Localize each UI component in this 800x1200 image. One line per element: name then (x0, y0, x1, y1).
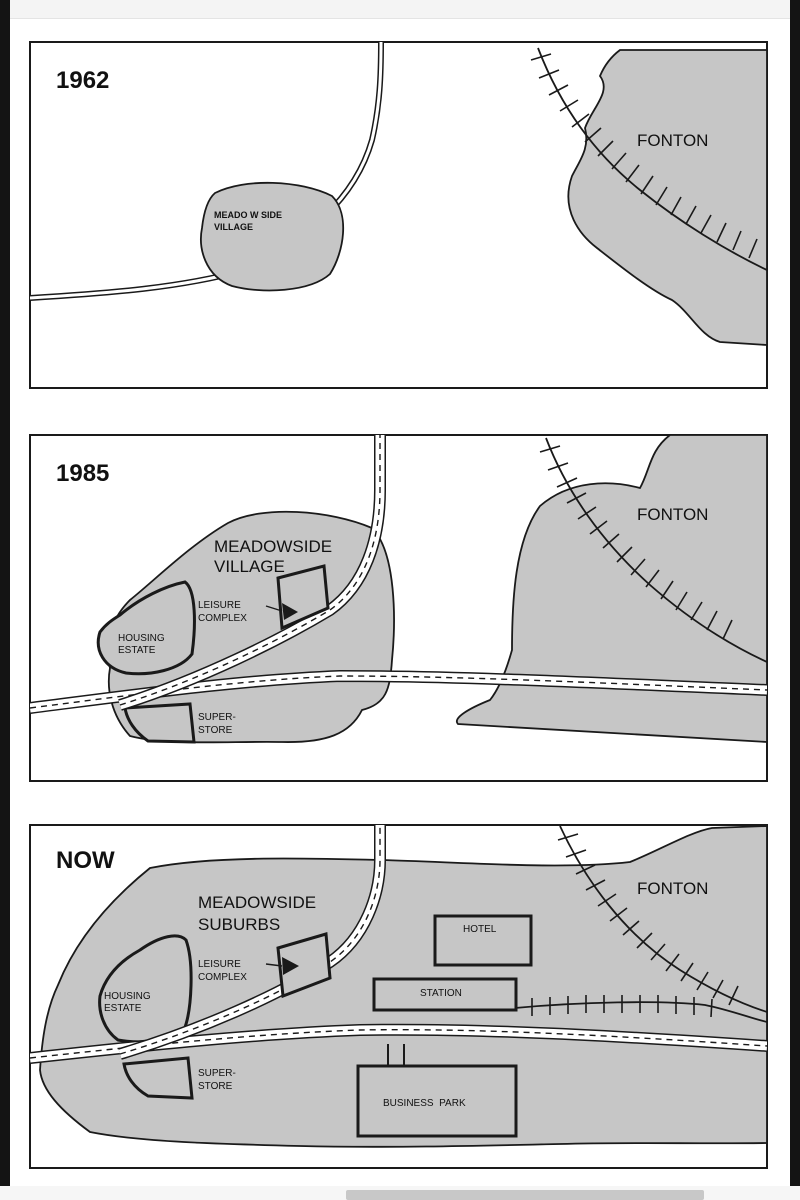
hotel-building (433, 914, 533, 967)
year-label-1962: 1962 (56, 67, 109, 94)
year-label-1985: 1985 (56, 460, 109, 487)
station-building (372, 977, 518, 1012)
store-label-1985-line2: STORE (198, 725, 233, 736)
business-park-access-road (387, 1044, 405, 1066)
arrow-icon (265, 605, 283, 612)
railway-ties-1985 (539, 445, 733, 640)
store-label-now-line2: STORE (198, 1081, 233, 1092)
housing-label-now-line2: ESTATE (104, 1003, 142, 1014)
fonton-label-now: FONTON (637, 879, 708, 898)
railway-curve-now (559, 825, 767, 1013)
map-now: NOW FONTON MEADOWSIDE SUBURBS LEISURE CO… (29, 824, 768, 1169)
village-label-1985-line2: VILLAGE (214, 557, 285, 576)
railway-line-1962 (537, 47, 767, 271)
leisure-label-1985-line2: COMPLEX (198, 613, 247, 624)
fonton-area-1985 (455, 435, 767, 743)
store-label-1985-line1: SUPER- (198, 712, 236, 723)
housing-label-1985-line1: HOUSING (118, 633, 165, 644)
leisure-label-now-line2: COMPLEX (198, 972, 247, 983)
station-railway-ties (531, 995, 713, 1018)
right-edge-bar (790, 0, 800, 1186)
suburb-label-line1: MEADOWSIDE (198, 893, 316, 912)
left-edge-bar (0, 0, 10, 1186)
arrowhead-icon (282, 603, 298, 620)
suburb-label-line2: SUBURBS (198, 915, 280, 934)
leisure-label-1985-line1: LEISURE (198, 600, 241, 611)
horizontal-scrollbar-thumb[interactable] (346, 1190, 704, 1200)
village-label-1985-line1: MEADOWSIDE (214, 537, 332, 556)
hotel-label: HOTEL (463, 924, 497, 935)
housing-label-now-line1: HOUSING (104, 991, 151, 1002)
meadowside-village-1962 (200, 181, 345, 292)
railway-to-station (514, 1001, 767, 1023)
railway-ties-1962 (530, 53, 758, 259)
village-label-1962-line1: MEADO W SIDE (214, 210, 282, 220)
map-1962: 1962 FONTON MEADO W SIDE VILLAGE (29, 41, 768, 389)
store-label-now-line1: SUPER- (198, 1068, 236, 1079)
top-strip (10, 0, 790, 19)
superstore-now (122, 1056, 194, 1100)
housing-label-1985-line2: ESTATE (118, 645, 156, 656)
fonton-area-1962 (567, 49, 767, 346)
railway-ties-now (557, 833, 739, 1006)
station-label: STATION (420, 988, 462, 999)
arrowhead-icon (282, 957, 299, 975)
housing-estate-1985 (96, 580, 196, 676)
year-label-now: NOW (56, 847, 115, 874)
village-label-1962-line2: VILLAGE (214, 222, 253, 232)
map-1985: 1985 FONTON MEADOWSIDE VILLAGE LEISURE C… (29, 434, 768, 782)
fonton-label-1985: FONTON (637, 505, 708, 524)
superstore-1985 (123, 702, 196, 744)
business-park-building (356, 1064, 518, 1138)
business-park-label: BUSINESS PARK (383, 1098, 466, 1109)
leisure-complex-now (276, 932, 332, 999)
arrow-icon (265, 963, 283, 967)
fonton-label-1962: FONTON (637, 131, 708, 150)
leisure-label-now-line1: LEISURE (198, 959, 241, 970)
